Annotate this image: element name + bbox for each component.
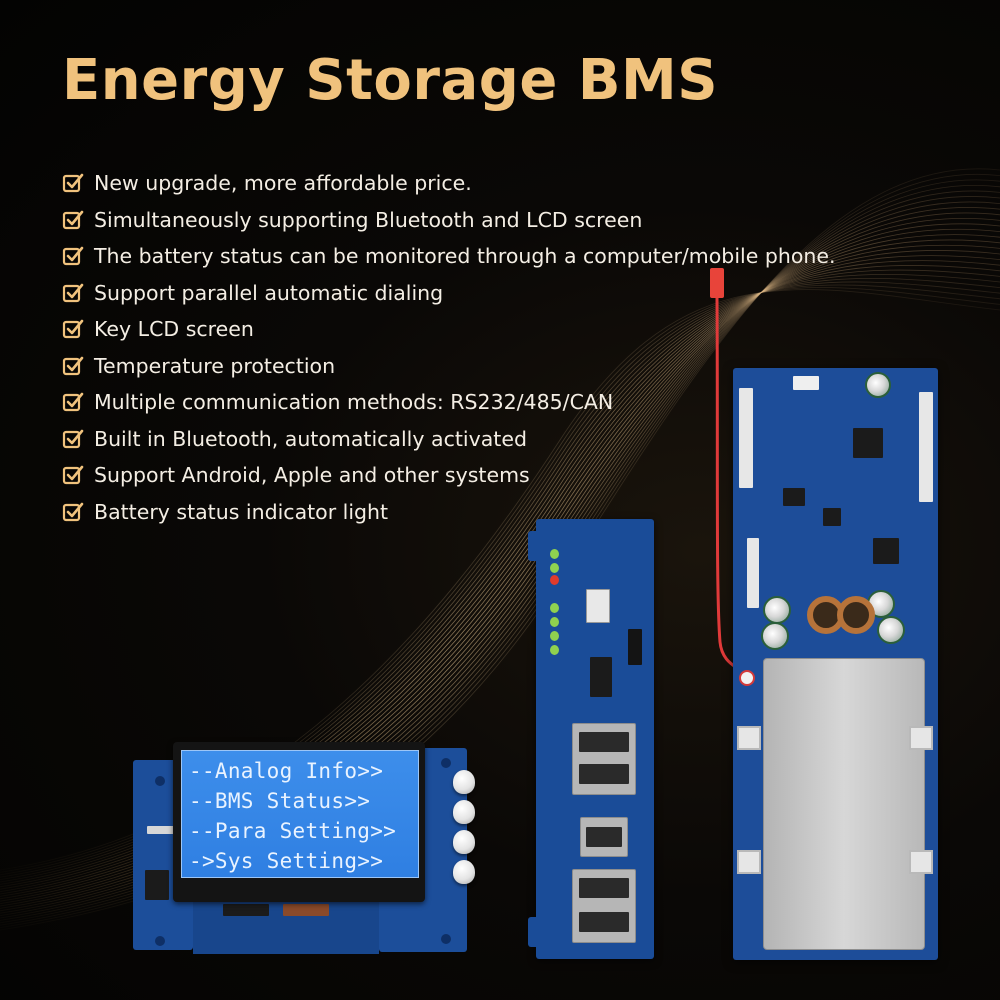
port-socket — [586, 827, 622, 847]
feature-text: Multiple communication methods: RS232/48… — [94, 390, 614, 415]
capacitor — [761, 622, 789, 650]
status-led — [550, 603, 559, 613]
terminal-b-minus — [737, 850, 761, 874]
feature-text: Support Android, Apple and other systems — [94, 463, 530, 488]
lcd-menu-item: --BMS Status>> — [189, 789, 371, 813]
lcd-key-button[interactable] — [453, 830, 475, 854]
communication-board — [528, 519, 654, 959]
capacitor — [763, 596, 791, 624]
rj11-port — [580, 817, 628, 857]
page-title: Energy Storage BMS — [62, 48, 719, 113]
checkbox-icon — [62, 319, 84, 339]
connector-left-lower — [747, 538, 759, 608]
terminal-p-minus — [909, 850, 933, 874]
lcd-key-button[interactable] — [453, 860, 475, 884]
lcd-key-button[interactable] — [453, 770, 475, 794]
checkbox-icon — [62, 283, 84, 302]
mount-hole — [441, 934, 451, 944]
lcd-menu-item: --Analog Info>> — [189, 759, 384, 783]
feature-item: Key LCD screen — [62, 311, 836, 348]
feature-text: Temperature protection — [94, 353, 336, 378]
feature-text: New upgrade, more affordable price. — [94, 171, 472, 196]
bms-main-board — [733, 368, 938, 960]
port-socket — [579, 912, 629, 932]
capacitor — [865, 372, 891, 398]
header-pins — [628, 629, 642, 665]
checkbox-icon — [62, 429, 84, 448]
feature-item: Simultaneously supporting Bluetooth and … — [62, 202, 836, 239]
feature-list: New upgrade, more affordable price. Simu… — [62, 165, 836, 530]
feature-text: The battery status can be monitored thro… — [94, 244, 836, 269]
inductor-coil — [837, 596, 875, 634]
regulator-chip — [145, 870, 169, 900]
lcd-display-module: --Analog Info>> --BMS Status>> --Para Se… — [133, 742, 475, 954]
checkbox-icon — [62, 392, 84, 412]
port-socket — [579, 764, 629, 784]
capacitor — [877, 616, 905, 644]
mount-hole — [441, 758, 451, 768]
mount-hole — [155, 776, 165, 786]
status-led — [550, 631, 559, 641]
lcd-pcb-bottom — [193, 902, 379, 954]
mount-hole — [155, 936, 165, 946]
antenna-wire — [710, 268, 744, 674]
feature-text: Simultaneously supporting Bluetooth and … — [94, 207, 643, 232]
feature-text: Battery status indicator light — [94, 499, 389, 524]
checkbox-icon — [62, 210, 84, 229]
checkbox-icon — [62, 356, 84, 375]
port-socket — [579, 878, 629, 898]
connector-right — [919, 392, 933, 502]
status-led — [550, 575, 559, 585]
status-led — [550, 617, 559, 627]
ic-chip — [590, 657, 612, 697]
feature-item: Support parallel automatic dialing — [62, 275, 836, 312]
status-led — [550, 563, 559, 573]
antenna-connector — [739, 670, 755, 686]
checkbox-icon — [62, 465, 84, 485]
port-socket — [579, 732, 629, 752]
feature-item: Temperature protection — [62, 348, 836, 385]
board-tab — [528, 917, 542, 947]
feature-item: Multiple communication methods: RS232/48… — [62, 384, 836, 421]
ic-chip — [873, 538, 899, 564]
feature-item: Battery status indicator light — [62, 494, 836, 531]
connector-left — [739, 388, 753, 488]
feature-item: Built in Bluetooth, automatically activa… — [62, 421, 836, 458]
checkbox-icon — [62, 173, 84, 193]
checkbox-icon — [62, 502, 84, 521]
rj45-port — [572, 869, 636, 943]
connector-top — [793, 376, 819, 390]
feature-item: New upgrade, more affordable price. — [62, 165, 836, 202]
lcd-screen: --Analog Info>> --BMS Status>> --Para Se… — [181, 750, 419, 878]
terminal-p-minus — [909, 726, 933, 750]
lcd-menu-item: ->Sys Setting>> — [189, 849, 384, 873]
feature-text: Support parallel automatic dialing — [94, 280, 444, 305]
rj45-port — [572, 723, 636, 795]
ic-chip — [783, 488, 805, 506]
lcd-key-button[interactable] — [453, 800, 475, 824]
feature-text: Key LCD screen — [94, 317, 254, 342]
checkbox-icon — [62, 246, 84, 266]
feature-text: Built in Bluetooth, automatically activa… — [94, 426, 527, 451]
lcd-menu-item: --Para Setting>> — [189, 819, 397, 843]
ic-chip — [823, 508, 841, 526]
connector — [223, 904, 269, 916]
board-tab — [528, 531, 542, 561]
heatsink — [763, 658, 925, 950]
flex-cable — [283, 904, 329, 916]
pin-header — [147, 826, 177, 834]
terminal-b-minus — [737, 726, 761, 750]
mcu-chip — [853, 428, 883, 458]
status-led — [550, 549, 559, 559]
dip-switch[interactable] — [586, 589, 610, 623]
feature-item: The battery status can be monitored thro… — [62, 238, 836, 275]
status-led — [550, 645, 559, 655]
feature-item: Support Android, Apple and other systems — [62, 457, 836, 494]
